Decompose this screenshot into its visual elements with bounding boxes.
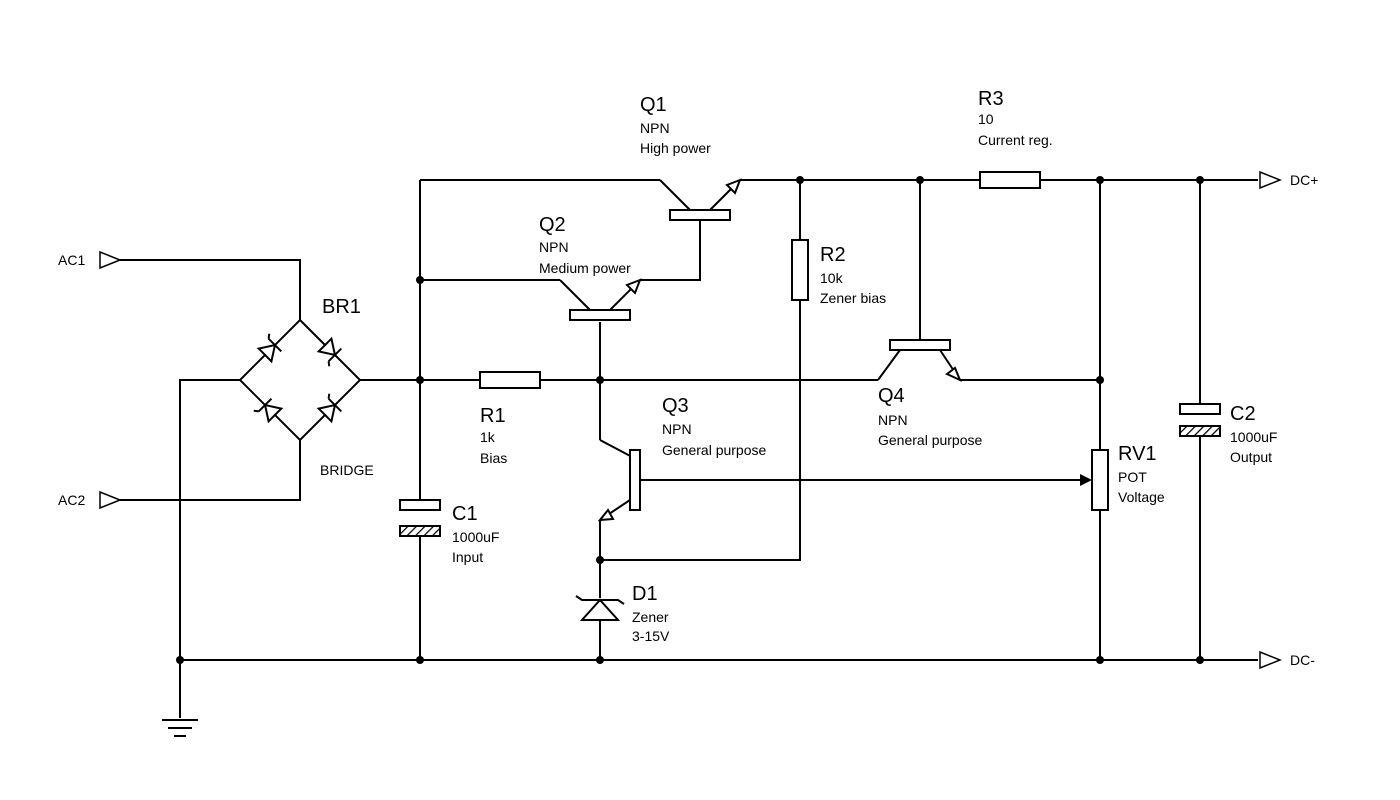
rv1-type: POT: [1118, 469, 1147, 485]
q2-type: NPN: [539, 239, 569, 255]
rv1-desc: Voltage: [1118, 489, 1165, 505]
rv1-ref: RV1: [1118, 443, 1157, 465]
junction-dot: [796, 176, 804, 184]
r1-desc: Bias: [480, 450, 507, 466]
d1-desc: 3-15V: [632, 628, 670, 644]
transistor-q4: Q4 NPN General purpose: [877, 339, 983, 448]
wire-r2-bottom: [600, 300, 801, 561]
capacitor-c2: C2 1000uF Output: [1179, 403, 1277, 465]
q1-type: NPN: [640, 120, 670, 136]
port-dc-plus: DC+: [1259, 170, 1318, 190]
wire-q2-emitter: [640, 215, 701, 281]
port-dc-minus: DC-: [1259, 650, 1315, 670]
br1-value: BRIDGE: [320, 462, 374, 478]
q3-desc: General purpose: [662, 442, 767, 458]
c2-desc: Output: [1230, 449, 1272, 465]
q3-type: NPN: [662, 421, 692, 437]
port-ac2-label: AC2: [58, 492, 85, 508]
junction-dot: [596, 656, 604, 664]
wire-q3-collector: [599, 439, 635, 459]
junction-dot: [596, 376, 604, 384]
wires: [120, 179, 1258, 718]
q1-ref: Q1: [640, 94, 667, 116]
c2-value: 1000uF: [1230, 429, 1277, 445]
capacitor-c1: C1 1000uF Input: [399, 499, 499, 565]
r2-value: 10k: [820, 270, 844, 286]
transistor-q2: Q2 NPN Medium power: [539, 214, 642, 321]
junction-dot: [1196, 656, 1204, 664]
q2-ref: Q2: [539, 214, 566, 236]
r2-desc: Zener bias: [820, 290, 886, 306]
wire-bridge-negative: [179, 379, 240, 718]
junction-dot: [596, 556, 604, 564]
junction-dot: [1096, 376, 1104, 384]
ground-icon: [162, 719, 198, 737]
port-ac1-label: AC1: [58, 252, 85, 268]
d1-ref: D1: [632, 583, 658, 605]
junctions: [176, 176, 1204, 664]
junction-dot: [176, 656, 184, 664]
resistor-r2: R2 10k Zener bias: [791, 239, 886, 306]
c1-desc: Input: [452, 549, 483, 565]
r3-desc: Current reg.: [978, 132, 1053, 148]
c2-ref: C2: [1230, 403, 1256, 425]
br1-ref: BR1: [322, 296, 361, 318]
c1-value: 1000uF: [452, 529, 499, 545]
resistor-r3: R3 10 Current reg.: [978, 88, 1053, 189]
transistor-q3: Q3 NPN General purpose: [597, 395, 767, 522]
junction-dot: [1096, 656, 1104, 664]
resistor-r1: R1 1k Bias: [479, 371, 541, 466]
r1-value: 1k: [480, 429, 496, 445]
port-ac1: AC1: [58, 250, 123, 270]
r3-value: 10: [978, 111, 994, 127]
junction-dot: [1196, 176, 1204, 184]
wire-ac1: [120, 259, 301, 320]
r3-ref: R3: [978, 88, 1004, 110]
junction-dot: [416, 376, 424, 384]
q4-desc: General purpose: [878, 432, 983, 448]
c1-ref: C1: [452, 503, 478, 525]
bridge-rectifier-br1: BR1 BRIDGE: [238, 296, 374, 478]
q3-ref: Q3: [662, 395, 689, 417]
q4-type: NPN: [878, 412, 908, 428]
potentiometer-rv1: RV1 POT Voltage: [1080, 443, 1165, 511]
junction-dot: [416, 276, 424, 284]
junction-dot: [916, 176, 924, 184]
zener-diode-d1: D1 Zener 3-15V: [575, 583, 670, 644]
junction-dot: [1096, 176, 1104, 184]
r2-ref: R2: [820, 244, 846, 266]
q4-ref: Q4: [878, 385, 905, 407]
q1-desc: High power: [640, 140, 711, 156]
port-dc-minus-label: DC-: [1290, 652, 1315, 668]
wire-ac2: [120, 440, 301, 501]
q2-desc: Medium power: [539, 260, 631, 276]
port-ac2: AC2: [58, 490, 123, 510]
transistor-q1: Q1 NPN High power: [640, 94, 742, 221]
port-dc-plus-label: DC+: [1290, 172, 1318, 188]
junction-dot: [416, 656, 424, 664]
d1-type: Zener: [632, 609, 669, 625]
r1-ref: R1: [480, 405, 506, 427]
